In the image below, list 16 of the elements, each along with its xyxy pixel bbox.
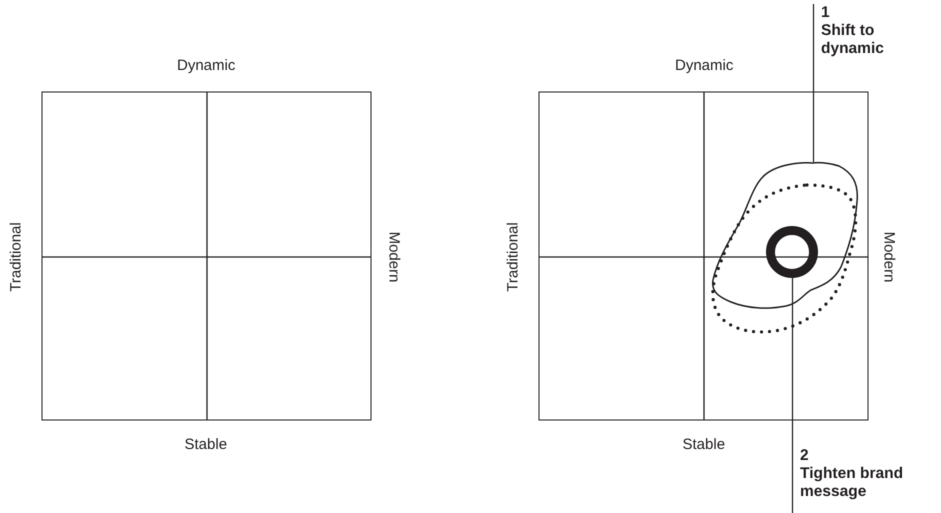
axis-label: Dynamic bbox=[675, 57, 734, 75]
axis-label: Modern bbox=[384, 232, 402, 282]
leader-line bbox=[792, 278, 794, 513]
axis-label: Modern bbox=[878, 232, 897, 282]
callout-number: 1 bbox=[821, 4, 831, 22]
axis-label: Traditional bbox=[7, 222, 26, 292]
axis-label: Stable bbox=[184, 436, 228, 454]
callout-text: Tighten brand message bbox=[800, 465, 904, 501]
axis-label: Dynamic bbox=[177, 57, 236, 75]
callout-number: 2 bbox=[800, 447, 810, 465]
ring-marker bbox=[766, 226, 818, 278]
axis-label: Traditional bbox=[504, 222, 522, 292]
solid-outline bbox=[711, 162, 859, 310]
leader-line bbox=[812, 4, 814, 162]
axis-label: Stable bbox=[682, 436, 726, 454]
callout-text: Shift to dynamic bbox=[821, 22, 885, 58]
